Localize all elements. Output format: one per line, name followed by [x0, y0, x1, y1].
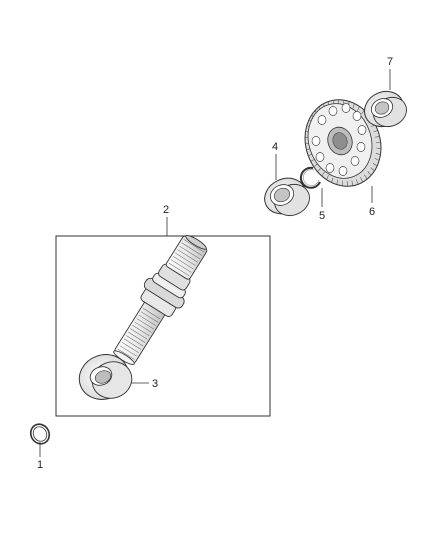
part-4-bearing [264, 177, 310, 217]
gear-tooth [351, 180, 354, 186]
callout-3: 3 [152, 378, 159, 390]
gear-tooth [352, 103, 355, 109]
part-6-gear [304, 99, 382, 187]
gear-tooth [361, 109, 365, 115]
gear-tooth [375, 136, 380, 138]
gear-tooth [372, 162, 378, 167]
gear-tooth [326, 175, 329, 180]
callout-2: 2 [163, 204, 170, 216]
gear-tooth [376, 147, 381, 149]
gear-tooth [373, 130, 378, 133]
gear-tooth [355, 179, 359, 185]
callout-7: 7 [387, 56, 394, 68]
gear-tooth [360, 177, 364, 183]
gear-tooth [357, 106, 360, 111]
part-5-snap-ring [299, 166, 321, 189]
gear-tooth [331, 177, 334, 183]
gear-tooth [346, 180, 348, 187]
part-1-snap-ring [29, 423, 51, 445]
gear-tooth [313, 163, 318, 168]
gear-tooth [364, 174, 368, 180]
gear-tooth [336, 179, 338, 185]
part-2-group-box [55, 235, 271, 417]
callout-1: 1 [37, 459, 44, 471]
gear-tooth [374, 158, 380, 161]
gear-tooth [375, 153, 381, 155]
gear-tooth [367, 171, 372, 176]
part-2-shaft [113, 235, 208, 365]
gear-tooth [370, 167, 375, 172]
callout-6: 6 [369, 206, 376, 218]
callout-4: 4 [272, 141, 279, 153]
gear-tooth [317, 168, 321, 172]
part-3-bearing [78, 354, 133, 400]
gear-tooth [321, 171, 325, 177]
part-7-bearing [364, 90, 407, 128]
gear-tooth [310, 158, 315, 162]
callout-5: 5 [319, 210, 326, 222]
